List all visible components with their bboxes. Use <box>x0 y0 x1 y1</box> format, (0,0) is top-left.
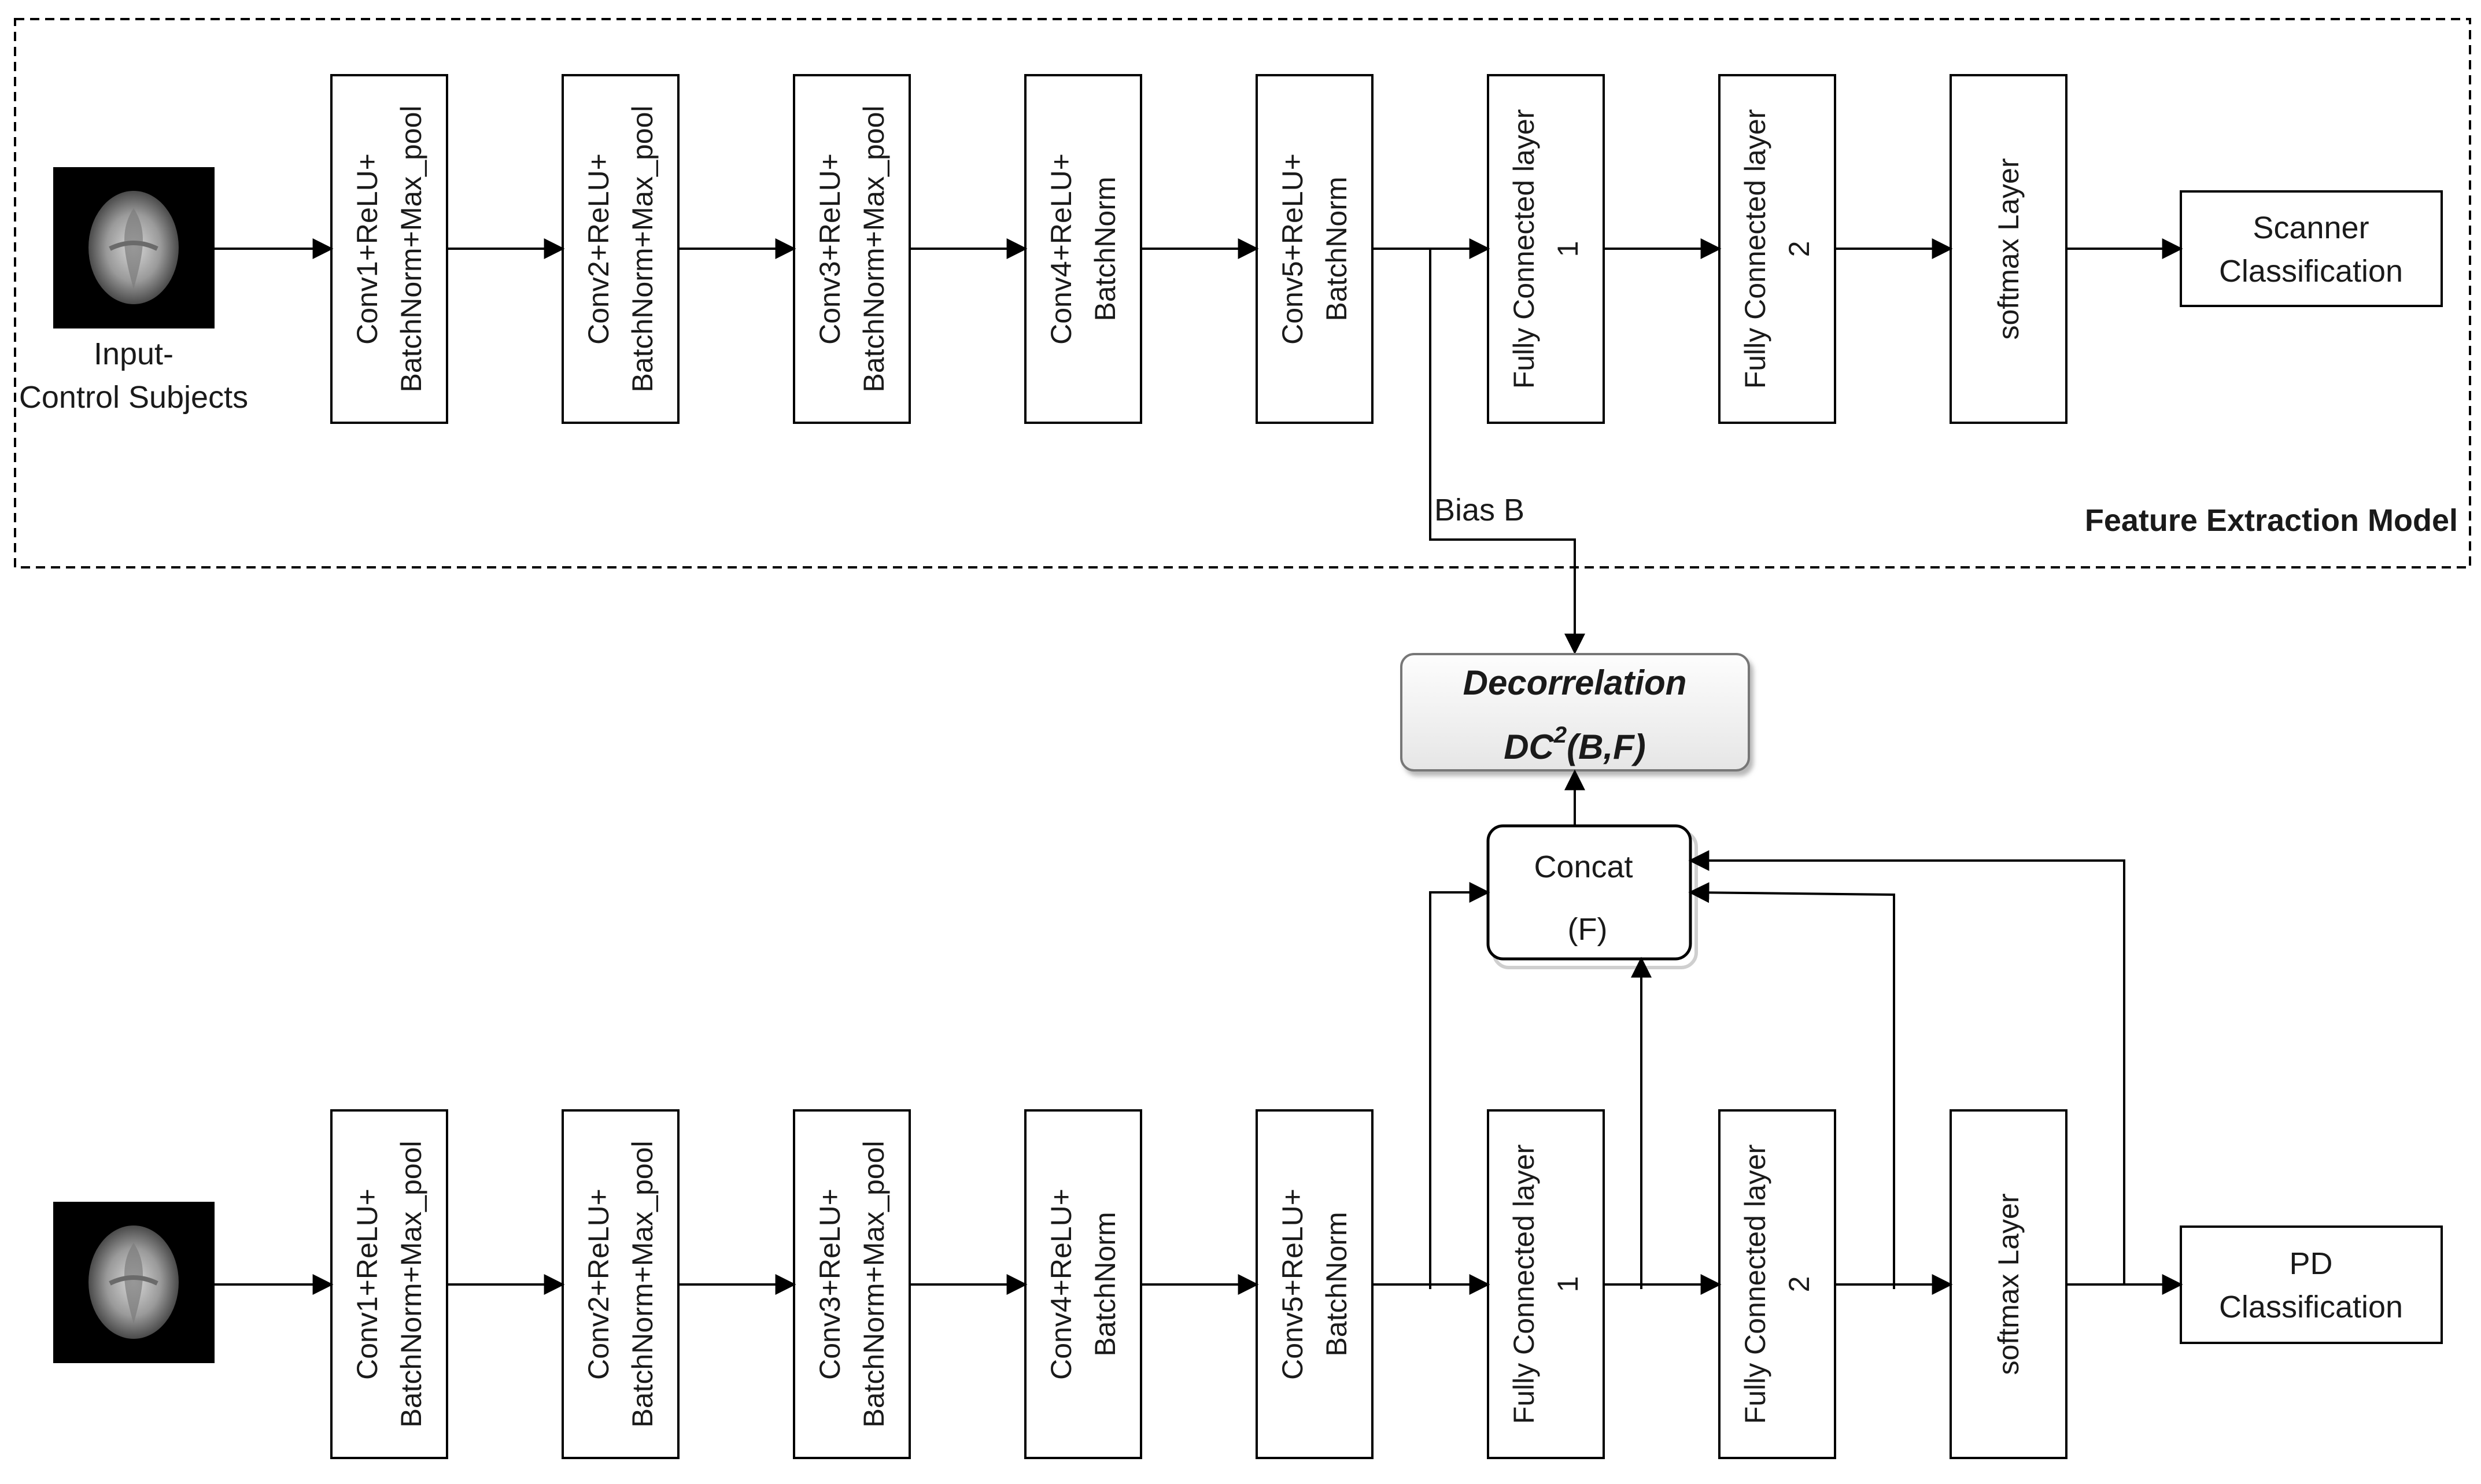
branch-softmax-to-concat <box>1688 850 2125 1284</box>
bottom-fc2-label-line1: Fully Connected layer <box>1739 1145 1771 1424</box>
top-conv5-box <box>1256 74 1374 424</box>
pd-classification-line2: Classification <box>2219 1290 2403 1324</box>
branch-fc2-to-concat <box>1688 882 1895 1289</box>
bottom-conv3-box <box>793 1109 911 1459</box>
top-conv1-box <box>330 74 448 424</box>
bottom-conv1-label-line2: BatchNorm+Max_pool <box>395 1140 427 1427</box>
bottom-conv2-label-line1: Conv2+ReLU+ <box>582 1188 615 1380</box>
bottom-conv1-label-line1: Conv1+ReLU+ <box>351 1188 383 1380</box>
concat-line1: Concat <box>1534 850 1633 884</box>
bias-label: Bias B <box>1434 493 1524 527</box>
top-softmax-box <box>1950 74 2068 424</box>
top-conv3-box <box>793 74 911 424</box>
bottom-softmax-label-line1: softmax Layer <box>1992 1193 2025 1375</box>
top-fc2-box <box>1718 74 1836 424</box>
top-conv4-label-line1: Conv4+ReLU+ <box>1045 153 1077 345</box>
top-conv2-label-line2: BatchNorm+Max_pool <box>626 105 659 392</box>
bottom-fc2-label-line2: 2 <box>1783 1276 1815 1293</box>
top-fc1-label-line2: 1 <box>1552 241 1584 257</box>
bottom-conv4-box <box>1024 1109 1142 1459</box>
decorrelation-title: Decorrelation <box>1463 663 1687 702</box>
top-conv2-label-line1: Conv2+ReLU+ <box>582 153 615 345</box>
bottom-fc2-box <box>1718 1109 1836 1459</box>
top-fc2-label-line2: 2 <box>1783 241 1815 257</box>
bottom-conv3-label-line2: BatchNorm+Max_pool <box>858 1140 890 1427</box>
top-conv5-label-line2: BatchNorm <box>1320 176 1353 321</box>
bottom-fc1-box <box>1487 1109 1605 1459</box>
bottom-conv4-label-line1: Conv4+ReLU+ <box>1045 1188 1077 1380</box>
bottom-conv4-label-line2: BatchNorm <box>1089 1212 1121 1356</box>
top-conv1-label-line1: Conv1+ReLU+ <box>351 153 383 345</box>
top-softmax-label-line1: softmax Layer <box>1992 158 2025 339</box>
bottom-fc1-label-line1: Fully Connected layer <box>1508 1145 1540 1424</box>
pd-classification-box <box>2180 1225 2443 1344</box>
bottom-conv5-box <box>1256 1109 1374 1459</box>
top-conv4-box <box>1024 74 1142 424</box>
top-conv3-label-line2: BatchNorm+Max_pool <box>858 105 890 392</box>
input-label-line2: Control Subjects <box>19 380 248 415</box>
input-image-bottom <box>53 1202 215 1363</box>
input-image-top <box>53 167 215 328</box>
input-label-line1: Input- <box>94 337 173 371</box>
top-fc1-box <box>1487 74 1605 424</box>
feature-extraction-title: Feature Extraction Model <box>2085 503 2458 538</box>
top-conv3-label-line1: Conv3+ReLU+ <box>814 153 846 345</box>
bottom-fc1-label-line2: 1 <box>1552 1276 1584 1293</box>
bias-connector <box>1429 249 1585 655</box>
scanner-classification-line1: Scanner <box>2253 211 2369 245</box>
pd-classification-line1: PD <box>2289 1246 2332 1281</box>
bottom-conv5-label-line1: Conv5+ReLU+ <box>1276 1188 1309 1380</box>
top-fc2-label-line1: Fully Connected layer <box>1739 109 1771 389</box>
top-conv5-label-line1: Conv5+ReLU+ <box>1276 153 1309 345</box>
top-conv2-box <box>562 74 680 424</box>
concat-line2: (F) <box>1568 912 1608 947</box>
branch-conv5-to-concat <box>1429 882 1490 1289</box>
top-conv1-label-line2: BatchNorm+Max_pool <box>395 105 427 392</box>
bottom-conv1-box <box>330 1109 448 1459</box>
bottom-conv3-label-line1: Conv3+ReLU+ <box>814 1188 846 1380</box>
bottom-conv2-box <box>562 1109 680 1459</box>
scanner-classification-line2: Classification <box>2219 254 2403 289</box>
decorrelation-formula: DC2(B,F) <box>1504 722 1646 766</box>
bottom-conv2-label-line2: BatchNorm+Max_pool <box>626 1140 659 1427</box>
top-fc1-label-line1: Fully Connected layer <box>1508 109 1540 389</box>
feature-extraction-boundary <box>14 18 2471 569</box>
top-conv4-label-line2: BatchNorm <box>1089 176 1121 321</box>
bottom-conv5-label-line2: BatchNorm <box>1320 1212 1353 1356</box>
scanner-classification-box <box>2180 190 2443 307</box>
